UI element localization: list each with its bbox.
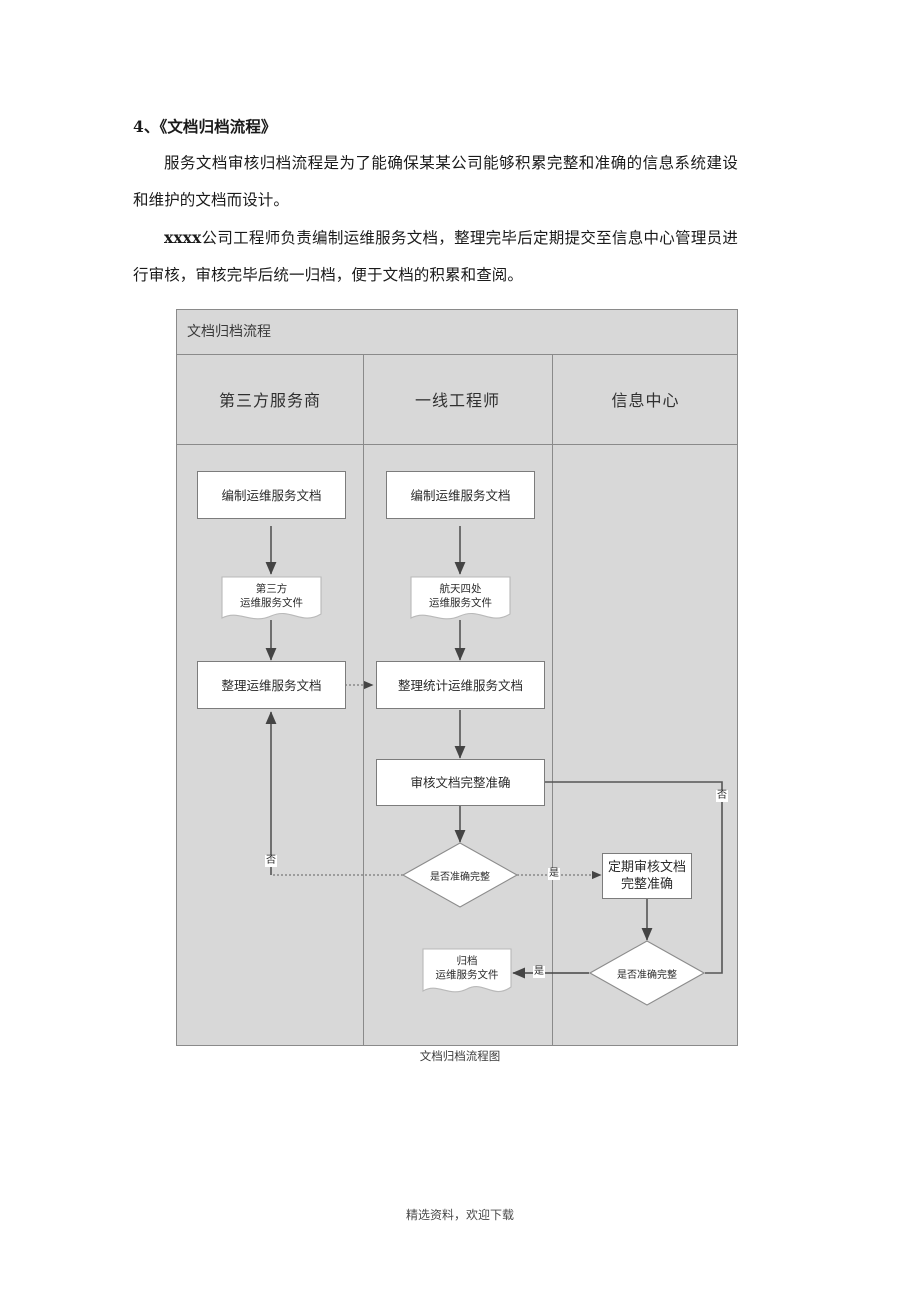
page-footer: 精选资料，欢迎下载 <box>405 1208 514 1222</box>
diamond-shape-icon <box>589 940 705 1006</box>
lane-header-info-center: 信息中心 <box>611 391 680 410</box>
node-label: 是否准确完整 <box>617 969 677 981</box>
node-label: 定期审核文档 完整准确 <box>607 860 686 892</box>
document-body: 4、《文档归档流程》 服务文档审核归档流程是为了能确保某某公司能够积累完整和准确… <box>133 108 738 294</box>
node-label: 审核文档完整准确 <box>410 775 511 790</box>
node-label: 航天四处 运维服务文件 <box>429 583 492 609</box>
lane-divider-1 <box>363 354 364 1045</box>
node-label: 归档 运维服务文件 <box>435 955 499 981</box>
diamond-shape-icon <box>402 842 518 908</box>
edge-label-yes-bottom: 是 <box>533 966 545 978</box>
node-doc-archive-file[interactable]: 归档 运维服务文件 <box>422 948 512 998</box>
divider-title-row <box>177 354 737 355</box>
node-compile-ops-doc-thirdparty[interactable]: 编制运维服务文档 <box>197 471 346 519</box>
node-label: 整理统计运维服务文档 <box>397 677 523 693</box>
lane-header-third-party: 第三方服务商 <box>218 391 321 410</box>
node-doc-thirdparty-file[interactable]: 第三方 运维服务文件 <box>221 576 322 624</box>
node-label: 是否准确完整 <box>430 871 490 883</box>
edge-label-yes-mid: 是 <box>548 868 560 880</box>
figure-caption: 文档归档流程图 <box>419 1049 501 1063</box>
paragraph-2-rest: 公司工程师负责编制运维服务文档，整理完毕后定期提交至信息中心管理员进行审核，审核… <box>133 229 738 284</box>
node-organize-ops-doc[interactable]: 整理运维服务文档 <box>197 661 346 709</box>
divider-lane-header <box>177 444 737 445</box>
node-compile-ops-doc-engineer[interactable]: 编制运维服务文档 <box>386 471 535 519</box>
section-heading: 4、《文档归档流程》 <box>133 117 277 136</box>
edge-label-no-right: 否 <box>716 790 728 802</box>
node-organize-statistics-ops-doc[interactable]: 整理统计运维服务文档 <box>376 661 545 709</box>
edge-label-no-left: 否 <box>265 855 277 867</box>
paragraph-2-prefix: xxxx <box>164 228 202 247</box>
node-doc-hangtian-file[interactable]: 航天四处 运维服务文件 <box>410 576 511 624</box>
flowchart-title: 文档归档流程 <box>187 324 271 340</box>
lane-divider-2 <box>552 354 553 1045</box>
node-decision-accurate-complete-engineer[interactable]: 是否准确完整 <box>402 842 518 908</box>
document-shape-icon <box>422 948 512 993</box>
node-label: 整理运维服务文档 <box>221 677 322 693</box>
document-shape-icon <box>410 576 511 620</box>
document-shape-icon <box>221 576 322 620</box>
node-label: 编制运维服务文档 <box>221 487 322 503</box>
lane-header-frontline-engineer: 一线工程师 <box>414 391 500 410</box>
node-label: 第三方 运维服务文件 <box>240 583 303 609</box>
paragraph-2: xxxx公司工程师负责编制运维服务文档，整理完毕后定期提交至信息中心管理员进行审… <box>133 219 738 294</box>
flowchart-container: 文档归档流程 第三方服务商 一线工程师 信息中心 <box>176 309 738 1046</box>
node-periodic-review-doc[interactable]: 定期审核文档 完整准确 <box>602 853 692 899</box>
paragraph-1: 服务文档审核归档流程是为了能确保某某公司能够积累完整和准确的信息系统建设和维护的… <box>133 154 738 209</box>
node-decision-accurate-complete-infocenter[interactable]: 是否准确完整 <box>589 940 705 1006</box>
node-review-doc-complete-accurate[interactable]: 审核文档完整准确 <box>376 759 545 806</box>
node-label: 编制运维服务文档 <box>410 487 511 503</box>
